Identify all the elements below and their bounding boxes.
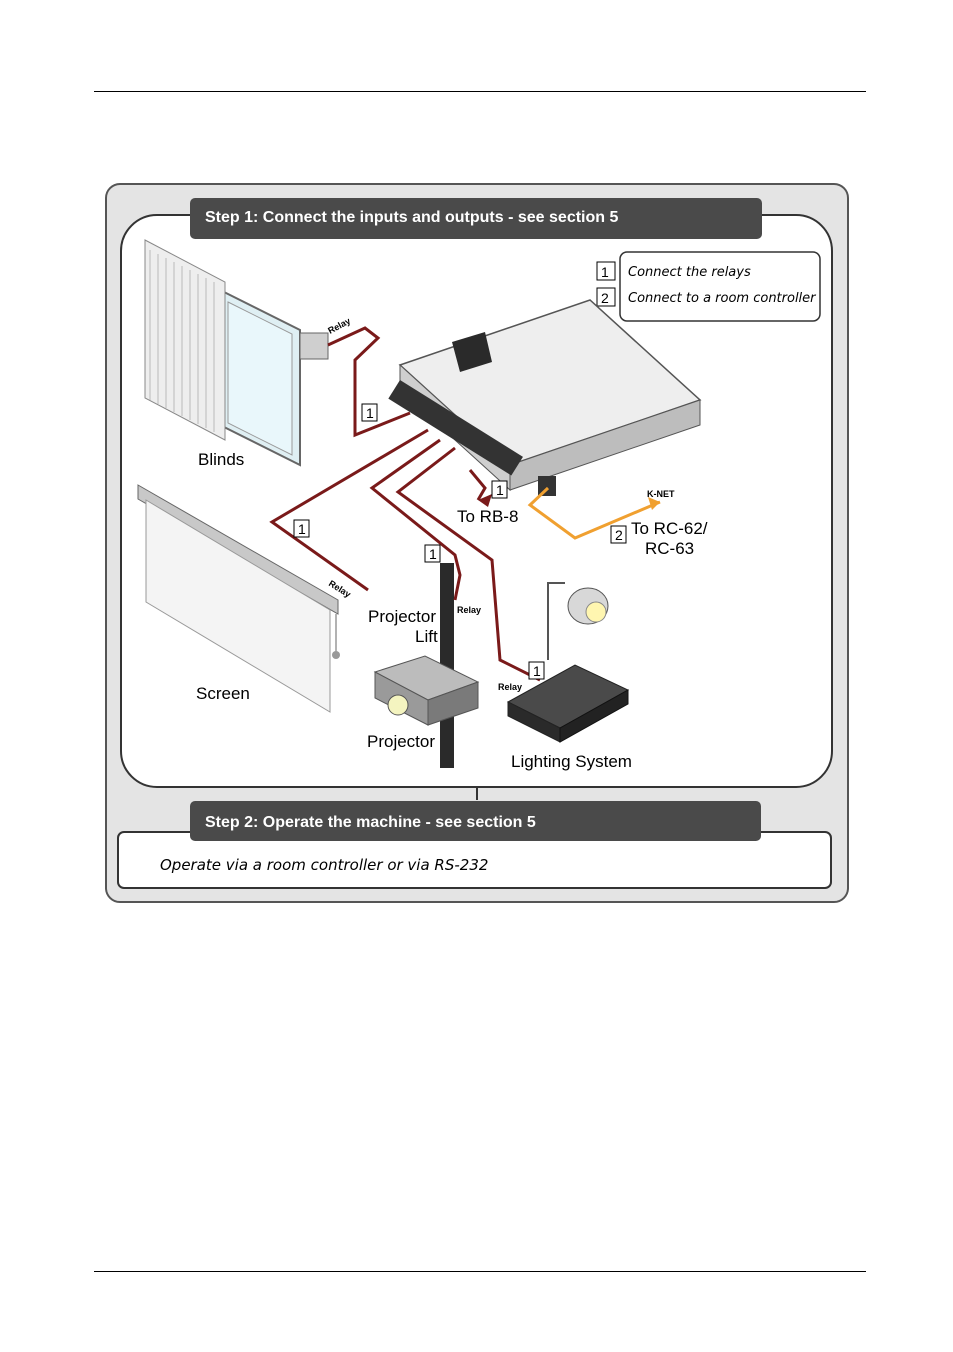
label-to-rc-line2: RC-63: [645, 539, 694, 558]
relay-cables: [269, 326, 541, 682]
marker-one-screen: 1: [293, 519, 310, 538]
step2-text: Operate via a room controller or via RS-…: [160, 856, 488, 874]
arrow-rb8: [478, 494, 492, 507]
svg-text:2: 2: [615, 527, 623, 543]
lighting-system-illustration: [506, 664, 630, 743]
svg-text:1: 1: [496, 482, 504, 498]
blinds-illustration: [144, 239, 329, 467]
step1-banner: [190, 198, 762, 239]
projector-illustration: [373, 655, 480, 726]
arrow-knet: [648, 497, 660, 510]
legend-marker-2: 2: [601, 290, 609, 306]
step2-title: Step 2: Operate the machine - see sectio…: [205, 814, 536, 831]
legend-text-1: Connect the relays: [628, 265, 751, 280]
marker-one-rb8: 1: [491, 480, 508, 499]
label-to-rb8: To RB-8: [457, 507, 518, 526]
legend-marker-1-box: [596, 261, 616, 281]
svg-text:1: 1: [533, 663, 541, 679]
label-lighting-system: Lighting System: [511, 752, 632, 771]
cable-lighting: [395, 446, 541, 682]
label-knet: K-NET: [647, 489, 675, 499]
legend-text-2: Connect to a room controller: [628, 291, 817, 306]
label-projector: Projector: [367, 732, 435, 751]
step2-banner: [190, 801, 761, 841]
label-projector-lift-line1: Projector: [368, 607, 436, 626]
cable-projector-lift: [369, 438, 462, 601]
marker-one-blinds: 1: [361, 403, 378, 422]
lamp-illustration: [547, 582, 609, 660]
marker-two-knet: 2: [610, 525, 627, 544]
svg-text:1: 1: [298, 521, 306, 537]
label-to-rc-line1: To RC-62/: [631, 519, 708, 538]
svg-text:1: 1: [366, 405, 374, 421]
label-blinds: Blinds: [198, 450, 244, 469]
cable-rb8: [468, 469, 487, 501]
step1-title: Step 1: Connect the inputs and outputs -…: [205, 209, 618, 226]
footer-rule: [94, 1271, 866, 1272]
svg-text:1: 1: [429, 546, 437, 562]
relay-controller-device: [388, 299, 702, 496]
legend-marker-1: 1: [601, 264, 609, 280]
marker-one-lift: 1: [424, 544, 441, 563]
cable-screen: [269, 428, 429, 592]
label-screen: Screen: [196, 684, 250, 703]
cable-knet: [527, 486, 661, 540]
marker-one-lighting: 1: [528, 661, 545, 680]
legend-marker-2-box: [596, 287, 616, 307]
header-rule: [94, 91, 866, 92]
screen-illustration: [137, 484, 340, 713]
legend-box: [619, 251, 821, 322]
label-relay-lift: Relay: [457, 605, 481, 615]
cable-blinds: [327, 326, 411, 438]
label-relay-lighting: Relay: [498, 682, 522, 692]
label-projector-lift-line2: Lift: [415, 627, 438, 646]
